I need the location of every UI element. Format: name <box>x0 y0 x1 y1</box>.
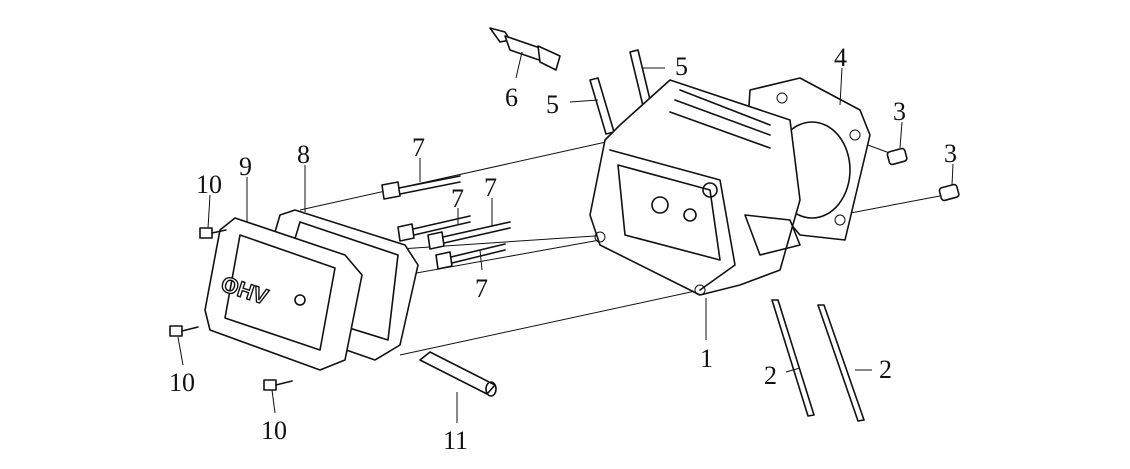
callout-8: 8 <box>297 140 310 169</box>
callout-10: 10 <box>196 170 222 199</box>
callout-2: 2 <box>764 361 777 390</box>
long-studs <box>771 299 865 422</box>
callout-11: 11 <box>443 426 468 455</box>
studs <box>589 49 653 135</box>
callout-4: 4 <box>834 43 847 72</box>
callout-3: 3 <box>944 139 957 168</box>
pipe <box>419 351 497 397</box>
callout-9: 9 <box>239 152 252 181</box>
callout-3: 3 <box>893 97 906 126</box>
bolts <box>381 175 511 270</box>
callout-1: 1 <box>700 344 713 373</box>
valve-cover: OHV <box>204 217 363 371</box>
callout-6: 6 <box>505 83 518 112</box>
callout-10: 10 <box>169 368 195 397</box>
callout-5: 5 <box>546 90 559 119</box>
callout-5: 5 <box>675 52 688 81</box>
callout-7: 7 <box>451 184 464 213</box>
callout-10: 10 <box>261 416 287 445</box>
leader-lines <box>177 51 954 423</box>
cylinder-head <box>589 79 801 296</box>
callout-7: 7 <box>484 173 497 202</box>
cover-bolts <box>169 227 293 391</box>
spark-plug <box>489 27 561 71</box>
callout-7: 7 <box>412 133 425 162</box>
callout-2: 2 <box>879 355 892 384</box>
dowel-pins <box>886 147 960 202</box>
callout-7: 7 <box>475 274 488 303</box>
callout-labels: 1 2 2 3 3 4 5 5 6 7 7 7 7 8 9 10 10 10 1… <box>169 43 957 455</box>
